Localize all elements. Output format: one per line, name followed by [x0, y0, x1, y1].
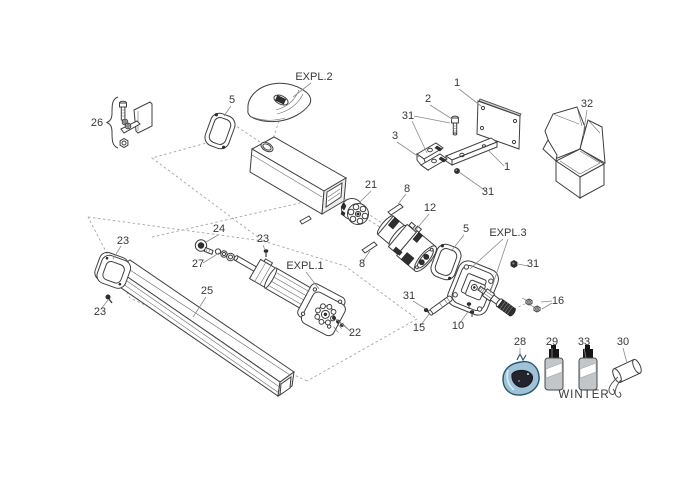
part-26-bracket-group [105, 96, 153, 149]
part-2-pin [451, 115, 459, 136]
part-16-bolts [521, 297, 541, 313]
part-24-ball-joint [194, 239, 214, 255]
part-21-coupling [340, 198, 369, 225]
part-32-box [542, 106, 606, 199]
callout-31-grub: 31 [403, 290, 415, 302]
callout-24: 24 [213, 223, 225, 235]
part-23-screw-center [263, 249, 269, 257]
part-30-capacitor [608, 358, 642, 398]
leader-lines [100, 82, 628, 364]
callout-28: 28 [514, 336, 526, 348]
part-31-grub-pin [423, 307, 430, 314]
callout-10: 10 [452, 320, 464, 332]
callout-expl2: EXPL.2 [295, 71, 332, 83]
part-5-gasket-top [204, 112, 236, 150]
part-1-plate [476, 98, 522, 150]
callout-1-bar: 1 [504, 161, 510, 173]
callout-26: 26 [91, 117, 103, 129]
callout-labels: 26 EXPL.2 5 1 2 31 3 1 31 32 21 8 12 5 E… [91, 71, 629, 401]
part-23-end-cap [94, 251, 132, 289]
part-5-gasket-front [430, 243, 462, 281]
callout-23-left: 23 [94, 306, 106, 318]
callout-22: 22 [349, 327, 361, 339]
part-housing-tube [249, 136, 347, 225]
callout-32: 32 [581, 98, 593, 110]
part-8-key-lower [361, 241, 378, 254]
part-12-motor [376, 215, 437, 272]
part-27-washers [214, 248, 235, 262]
part-1-bar [444, 137, 499, 166]
callout-25: 25 [201, 285, 213, 297]
callout-2: 2 [425, 93, 431, 105]
part-release-valve [477, 285, 516, 317]
part-3-clevis [416, 142, 448, 172]
callout-33: 33 [578, 336, 590, 348]
callout-8-lower: 8 [359, 258, 365, 270]
part-15-rod [427, 295, 453, 316]
part-31-nut-flange [510, 260, 518, 268]
callout-5-front: 5 [463, 223, 469, 235]
part-31-nut-under-bar [454, 168, 460, 174]
callout-12: 12 [424, 202, 436, 214]
part-expl1-end-flange [297, 283, 346, 337]
callout-3: 3 [392, 130, 398, 142]
callout-30: 30 [617, 336, 629, 348]
callout-29: 29 [546, 336, 558, 348]
callout-31-top: 31 [402, 110, 414, 122]
callout-23-mid: 23 [257, 233, 269, 245]
brace-26 [105, 96, 119, 149]
callout-23-cap: 23 [117, 235, 129, 247]
label-winter: WINTER [558, 389, 609, 401]
part-28-parts-bag [502, 352, 540, 396]
callout-15: 15 [413, 322, 425, 334]
part-expl2-cover [247, 82, 312, 123]
callout-expl3: EXPL.3 [489, 227, 526, 239]
part-expl3-flange [447, 260, 499, 316]
callout-21: 21 [365, 179, 377, 191]
part-8-key-upper [387, 203, 404, 216]
part-29-bottle [544, 345, 564, 391]
part-33-bottle-winter [578, 345, 598, 391]
part-10-screws [466, 302, 475, 317]
part-expl1-piston [233, 255, 346, 337]
callout-27: 27 [192, 258, 204, 270]
part-23-screw-left [105, 294, 113, 304]
callout-expl1: EXPL.1 [286, 260, 323, 272]
callout-5-top: 5 [229, 94, 235, 106]
callout-16: 16 [552, 295, 564, 307]
callout-1-plate: 1 [454, 77, 460, 89]
callout-31-bar: 31 [482, 186, 494, 198]
callout-8-upper: 8 [404, 183, 410, 195]
callout-31-flange: 31 [527, 258, 539, 270]
